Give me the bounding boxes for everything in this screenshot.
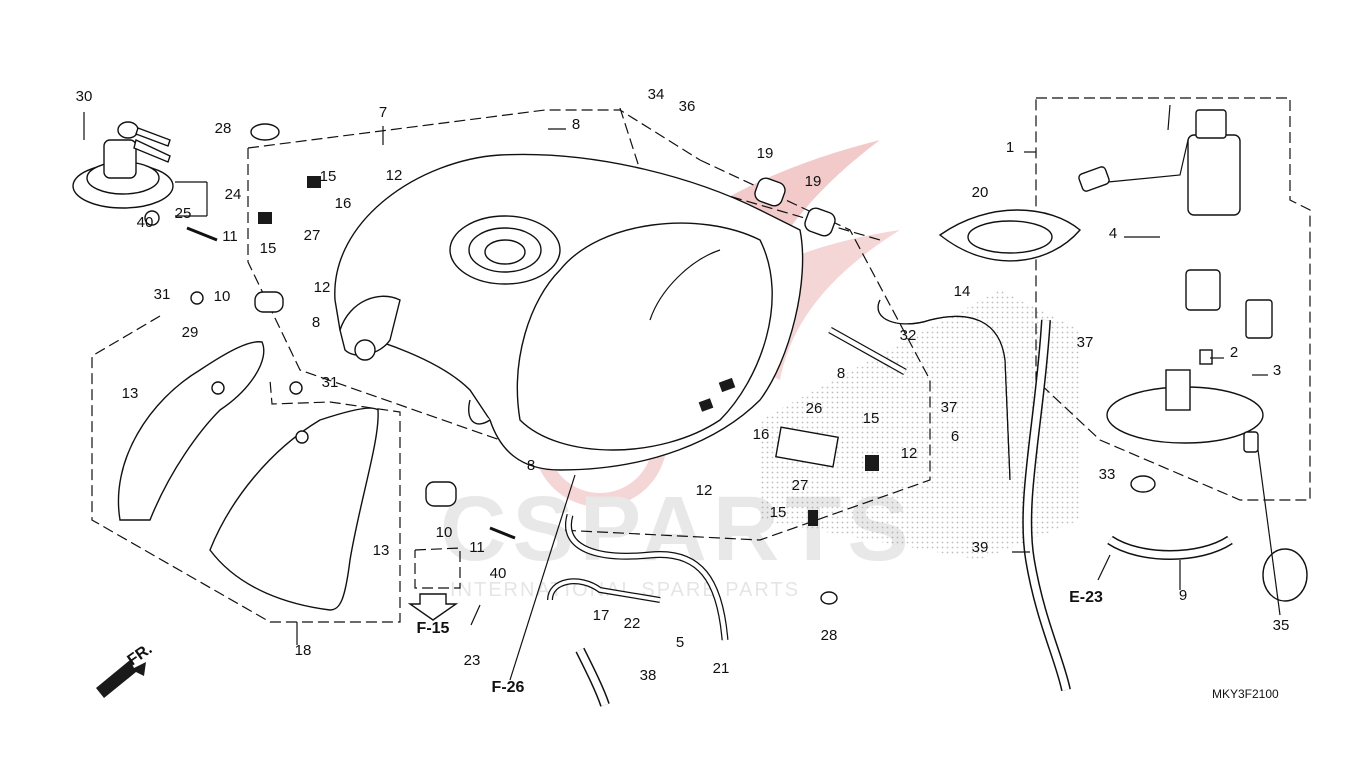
callout-25: 25 [175, 205, 192, 222]
callout-16: 16 [335, 195, 352, 212]
callout-22: 22 [624, 615, 641, 632]
callout-37: 37 [941, 399, 958, 416]
callout-19: 19 [757, 145, 774, 162]
callout-7: 7 [379, 104, 387, 121]
front-direction-arrow: FR. [96, 641, 155, 698]
fuel-pump-assembly [1078, 104, 1273, 453]
callout-5: 5 [676, 634, 684, 651]
callout-11: 11 [222, 228, 238, 245]
hardware [186, 123, 1156, 605]
callout-10: 10 [436, 524, 453, 541]
callout-27: 27 [304, 227, 321, 244]
watermark-tagline: INTERNATIONAL SPARE PARTS [450, 579, 800, 601]
callout-18: 18 [295, 642, 312, 659]
callout-26: 26 [806, 400, 823, 417]
callout-12: 12 [901, 445, 918, 462]
callout-27: 27 [792, 477, 809, 494]
callout-8: 8 [837, 365, 845, 382]
callout-15: 15 [320, 168, 337, 185]
fuel-cap-assembly [72, 112, 174, 226]
callout-28: 28 [215, 120, 232, 137]
callout-8: 8 [312, 314, 320, 331]
callout-21: 21 [713, 660, 730, 677]
callout-15: 15 [260, 240, 277, 257]
callout-10: 10 [214, 288, 231, 305]
side-cover [117, 341, 379, 611]
reference-f-15: F-15 [417, 620, 450, 637]
callout-4: 4 [1109, 225, 1117, 242]
halftone-area [760, 290, 1080, 560]
callout-28: 28 [821, 627, 838, 644]
callout-14: 14 [954, 283, 971, 300]
callout-34: 34 [648, 86, 665, 103]
callout-8: 8 [572, 116, 580, 133]
drawing-code: MKY3F2100 [1212, 687, 1279, 701]
callout-31: 31 [322, 374, 339, 391]
callout-15: 15 [863, 410, 880, 427]
gasket-ring [938, 209, 1081, 262]
reference-f-26: F-26 [492, 679, 525, 696]
callout-1: 1 [1006, 139, 1014, 156]
callout-40: 40 [490, 565, 507, 582]
f15-arrow [407, 593, 459, 621]
section-references: E-23F-15F-26 [417, 589, 1103, 696]
hoses [547, 299, 1308, 707]
callout-35: 35 [1273, 617, 1290, 634]
callout-36: 36 [679, 98, 696, 115]
callout-24: 24 [225, 186, 242, 203]
callout-16: 16 [753, 426, 770, 443]
callout-40: 40 [137, 214, 154, 231]
callout-31: 31 [154, 286, 171, 303]
callout-13: 13 [122, 385, 139, 402]
callout-11: 11 [469, 539, 485, 556]
callout-30: 30 [76, 88, 93, 105]
callout-3: 3 [1273, 362, 1281, 379]
callout-23: 23 [464, 652, 481, 669]
callout-8: 8 [527, 457, 535, 474]
callout-15: 15 [770, 504, 787, 521]
callout-17: 17 [593, 607, 610, 624]
callout-12: 12 [386, 167, 403, 184]
callout-29: 29 [182, 324, 199, 341]
callout-12: 12 [314, 279, 331, 296]
leader-lines [175, 126, 1281, 681]
callout-19: 19 [805, 173, 822, 190]
callout-38: 38 [640, 667, 657, 684]
callout-9: 9 [1179, 587, 1187, 604]
reference-e-23: E-23 [1069, 589, 1103, 606]
callout-13: 13 [373, 542, 390, 559]
callout-20: 20 [972, 184, 989, 201]
callout-2: 2 [1230, 344, 1238, 361]
callout-12: 12 [696, 482, 713, 499]
callout-33: 33 [1099, 466, 1116, 483]
callout-6: 6 [951, 428, 959, 445]
callout-37: 37 [1077, 334, 1094, 351]
callout-32: 32 [900, 327, 917, 344]
fuel-tank [334, 153, 804, 471]
callout-39: 39 [972, 539, 989, 556]
